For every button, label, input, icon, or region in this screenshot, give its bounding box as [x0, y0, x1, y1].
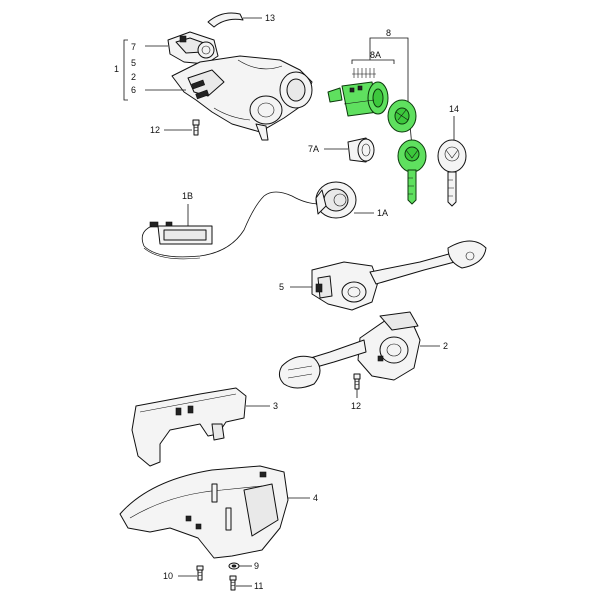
part-1B-control-unit[interactable] [149, 221, 213, 245]
part-8-lock-ring[interactable] [387, 99, 417, 133]
part-10-screw[interactable] [196, 565, 204, 581]
label-7A: 7A [308, 144, 319, 154]
part-13-cap[interactable] [207, 12, 262, 28]
part-12-screw-middle[interactable] [353, 373, 361, 390]
label-5-top: 5 [131, 58, 136, 68]
label-1: 1 [114, 64, 119, 74]
part-1A-transponder-coil[interactable] [315, 181, 357, 219]
label-8A: 8A [370, 50, 381, 60]
label-3: 3 [273, 401, 278, 411]
label-13: 13 [265, 13, 275, 23]
label-9: 9 [254, 561, 259, 571]
label-10: 10 [163, 571, 173, 581]
part-2-wiper-switch[interactable] [278, 311, 421, 389]
label-1A: 1A [377, 208, 388, 218]
wire-harness [141, 191, 321, 258]
label-12-top: 12 [150, 125, 160, 135]
part-3-upper-trim[interactable] [131, 387, 247, 467]
label-11: 11 [254, 581, 263, 591]
part-7A-ring[interactable] [347, 137, 375, 163]
label-2-top: 2 [131, 72, 136, 82]
part-4-lower-trim[interactable] [119, 465, 289, 559]
label-6: 6 [131, 85, 136, 95]
label-1B: 1B [182, 191, 193, 201]
steering-lock-housing[interactable] [167, 31, 313, 141]
label-7: 7 [131, 42, 136, 52]
label-8: 8 [386, 28, 391, 38]
part-8-key-highlighted[interactable] [397, 139, 427, 205]
part-8A-springs[interactable] [352, 68, 376, 78]
label-4: 4 [313, 493, 318, 503]
part-11-screw[interactable] [229, 575, 237, 591]
label-14: 14 [449, 104, 459, 114]
part-5-turn-signal-switch[interactable] [311, 240, 487, 311]
part-14-key[interactable] [437, 139, 467, 207]
label-12-middle: 12 [351, 401, 361, 411]
part-9-washer[interactable] [228, 562, 240, 570]
label-5-bottom: 5 [279, 282, 284, 292]
label-2-bottom: 2 [443, 341, 448, 351]
part-12-screw-top[interactable] [192, 119, 200, 136]
part-8-lock-cylinder[interactable] [327, 81, 389, 117]
